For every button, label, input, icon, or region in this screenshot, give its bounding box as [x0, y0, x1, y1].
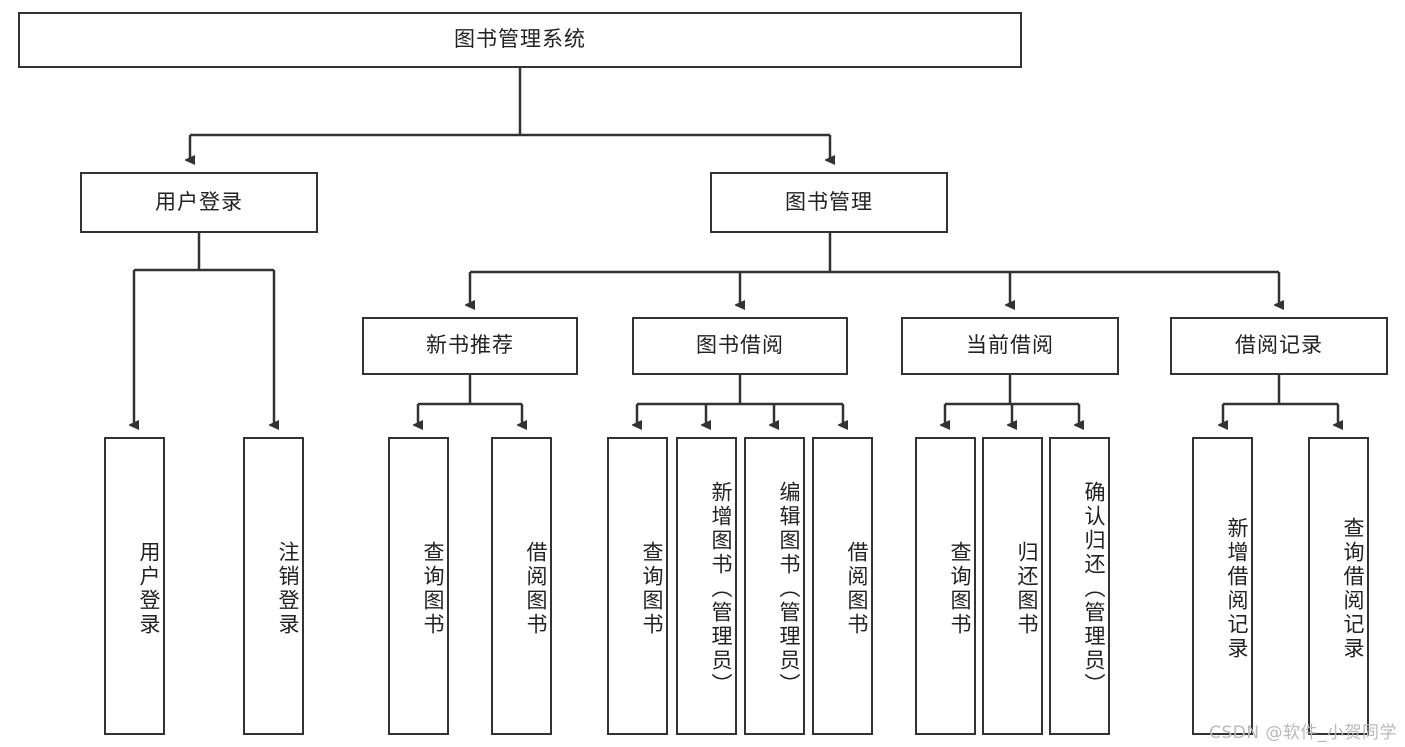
leaf-logout[interactable]: 注销登录 [243, 437, 304, 735]
leaf-edit-book[interactable]: 编辑图书（管理员） [744, 437, 805, 735]
watermark: CSDN @软件_小贺同学 [1209, 723, 1397, 743]
node-label: 借阅记录 [1235, 333, 1323, 358]
leaf-query-borrow-record[interactable]: 查询借阅记录 [1308, 437, 1369, 735]
node-label: 新书推荐 [426, 333, 514, 358]
node-new-book-recommend[interactable]: 新书推荐 [362, 317, 578, 375]
node-borrow-record[interactable]: 借阅记录 [1170, 317, 1388, 375]
node-user-login[interactable]: 用户登录 [80, 172, 318, 233]
leaf-confirm-return[interactable]: 确认归还（管理员） [1049, 437, 1110, 735]
node-label: 查询图书 [948, 541, 972, 637]
node-book-management[interactable]: 图书管理 [710, 172, 948, 233]
node-label: 新增图书（管理员） [709, 481, 733, 697]
node-label: 借阅图书 [845, 541, 869, 637]
node-label: 用户登录 [137, 541, 161, 637]
node-label: 注销登录 [276, 541, 300, 637]
leaf-add-borrow-record[interactable]: 新增借阅记录 [1192, 437, 1253, 735]
node-label: 图书管理 [785, 189, 873, 214]
node-root-system[interactable]: 图书管理系统 [18, 12, 1022, 68]
node-label: 当前借阅 [966, 333, 1054, 358]
node-label: 图书管理系统 [454, 27, 586, 52]
node-label: 用户登录 [155, 189, 243, 214]
node-label: 编辑图书（管理员） [777, 481, 801, 697]
node-current-borrow[interactable]: 当前借阅 [901, 317, 1119, 375]
leaf-return-book[interactable]: 归还图书 [982, 437, 1043, 735]
node-book-borrow[interactable]: 图书借阅 [632, 317, 848, 375]
node-label: 查询借阅记录 [1341, 517, 1365, 661]
leaf-query-book-borrow[interactable]: 查询图书 [607, 437, 668, 735]
node-label: 新增借阅记录 [1225, 517, 1249, 661]
node-label: 借阅图书 [524, 541, 548, 637]
node-label: 查询图书 [421, 541, 445, 637]
leaf-borrow-book[interactable]: 借阅图书 [812, 437, 873, 735]
leaf-borrow-book-recommend[interactable]: 借阅图书 [491, 437, 552, 735]
leaf-query-book-current[interactable]: 查询图书 [915, 437, 976, 735]
leaf-query-book-recommend[interactable]: 查询图书 [388, 437, 449, 735]
node-label: 确认归还（管理员） [1082, 481, 1106, 697]
node-label: 查询图书 [640, 541, 664, 637]
leaf-add-book[interactable]: 新增图书（管理员） [676, 437, 737, 735]
leaf-user-login[interactable]: 用户登录 [104, 437, 165, 735]
node-label: 归还图书 [1015, 541, 1039, 637]
node-label: 图书借阅 [696, 333, 784, 358]
